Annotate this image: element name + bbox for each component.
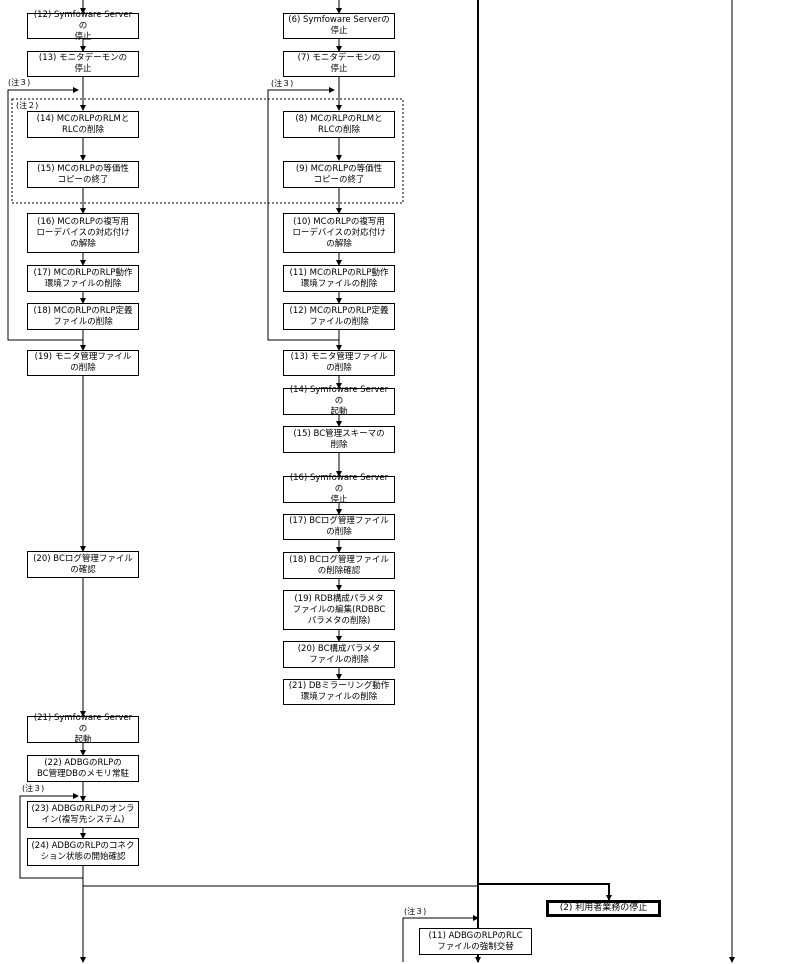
branch-to-stop [478, 883, 612, 901]
step-m11: (11) MCのRLPのRLP動作 環境ファイルの削除 [283, 265, 395, 292]
note-2: (注２) [16, 101, 39, 110]
note-3-left-bottom: (注３) [22, 784, 45, 793]
step-l16: (16) MCのRLPの複写用 ローデバイスの対応付け の解除 [27, 213, 139, 253]
step-l17: (17) MCのRLPのRLP動作 環境ファイルの削除 [27, 265, 139, 292]
step-m17: (17) BCログ管理ファイル の削除 [283, 514, 395, 540]
step-l20: (20) BCログ管理ファイル の確認 [27, 551, 139, 578]
loop-connector [7, 87, 83, 341]
step-l22: (22) ADBGのRLPの BC管理DBのメモリ常駐 [27, 755, 139, 782]
step-m18: (18) BCログ管理ファイル の削除確認 [283, 552, 395, 579]
step-l13: (13) モニタデーモンの 停止 [27, 51, 139, 77]
step-l12: (12) Symfoware Serverの 停止 [27, 10, 139, 42]
step-l18: (18) MCのRLPのRLP定義 ファイルの削除 [27, 303, 139, 330]
note-3-left-top: (注３) [8, 78, 31, 87]
step-m8: (8) MCのRLPのRLMと RLCの削除 [283, 111, 395, 138]
step-l15: (15) MCのRLPの等価性 コピーの終了 [27, 161, 139, 188]
step-m13: (13) モニタ管理ファイル の削除 [283, 350, 395, 376]
step-l14: (14) MCのRLPのRLMと RLCの削除 [27, 111, 139, 138]
step-m21: (21) DBミラーリング動作 環境ファイルの削除 [283, 679, 395, 705]
step-m7: (7) モニタデーモンの 停止 [283, 51, 395, 77]
step-m6: (6) Symfoware Serverの 停止 [283, 13, 395, 39]
step-m10: (10) MCのRLPの複写用 ローデバイスの対応付け の解除 [283, 213, 395, 253]
loop-connector [402, 915, 479, 962]
step-m19: (19) RDB構成パラメタ ファイルの編集(RDBBC パラメタの削除) [283, 590, 395, 630]
step-m15: (15) BC管理スキーマの 削除 [283, 426, 395, 453]
note-3-middle: (注３) [271, 79, 294, 88]
loop-connector [19, 793, 83, 879]
step-m14: (14) Symfoware Serverの 起動 [283, 385, 395, 417]
loop-connector [267, 87, 339, 341]
step-r11: (11) ADBGのRLPのRLC ファイルの強制交替 [419, 928, 532, 955]
step-m12: (12) MCのRLPのRLP定義 ファイルの削除 [283, 303, 395, 330]
step-m16: (16) Symfoware Serverの 停止 [283, 473, 395, 505]
step-l23: (23) ADBGのRLPのオンラ イン(複写先システム) [27, 801, 139, 828]
step-user-stop: (2) 利用者業務の停止 [546, 900, 661, 917]
step-l21: (21) Symfoware Serverの 起動 [27, 713, 139, 745]
step-l24: (24) ADBGのRLPのコネク ション状態の開始確認 [27, 838, 139, 866]
group-note2 [11, 98, 404, 204]
step-l19: (19) モニタ管理ファイル の削除 [27, 350, 139, 376]
step-m20: (20) BC構成パラメタ ファイルの削除 [283, 641, 395, 668]
step-m9: (9) MCのRLPの等価性 コピーの終了 [283, 161, 395, 188]
note-3-bottom: (注３) [404, 907, 427, 916]
